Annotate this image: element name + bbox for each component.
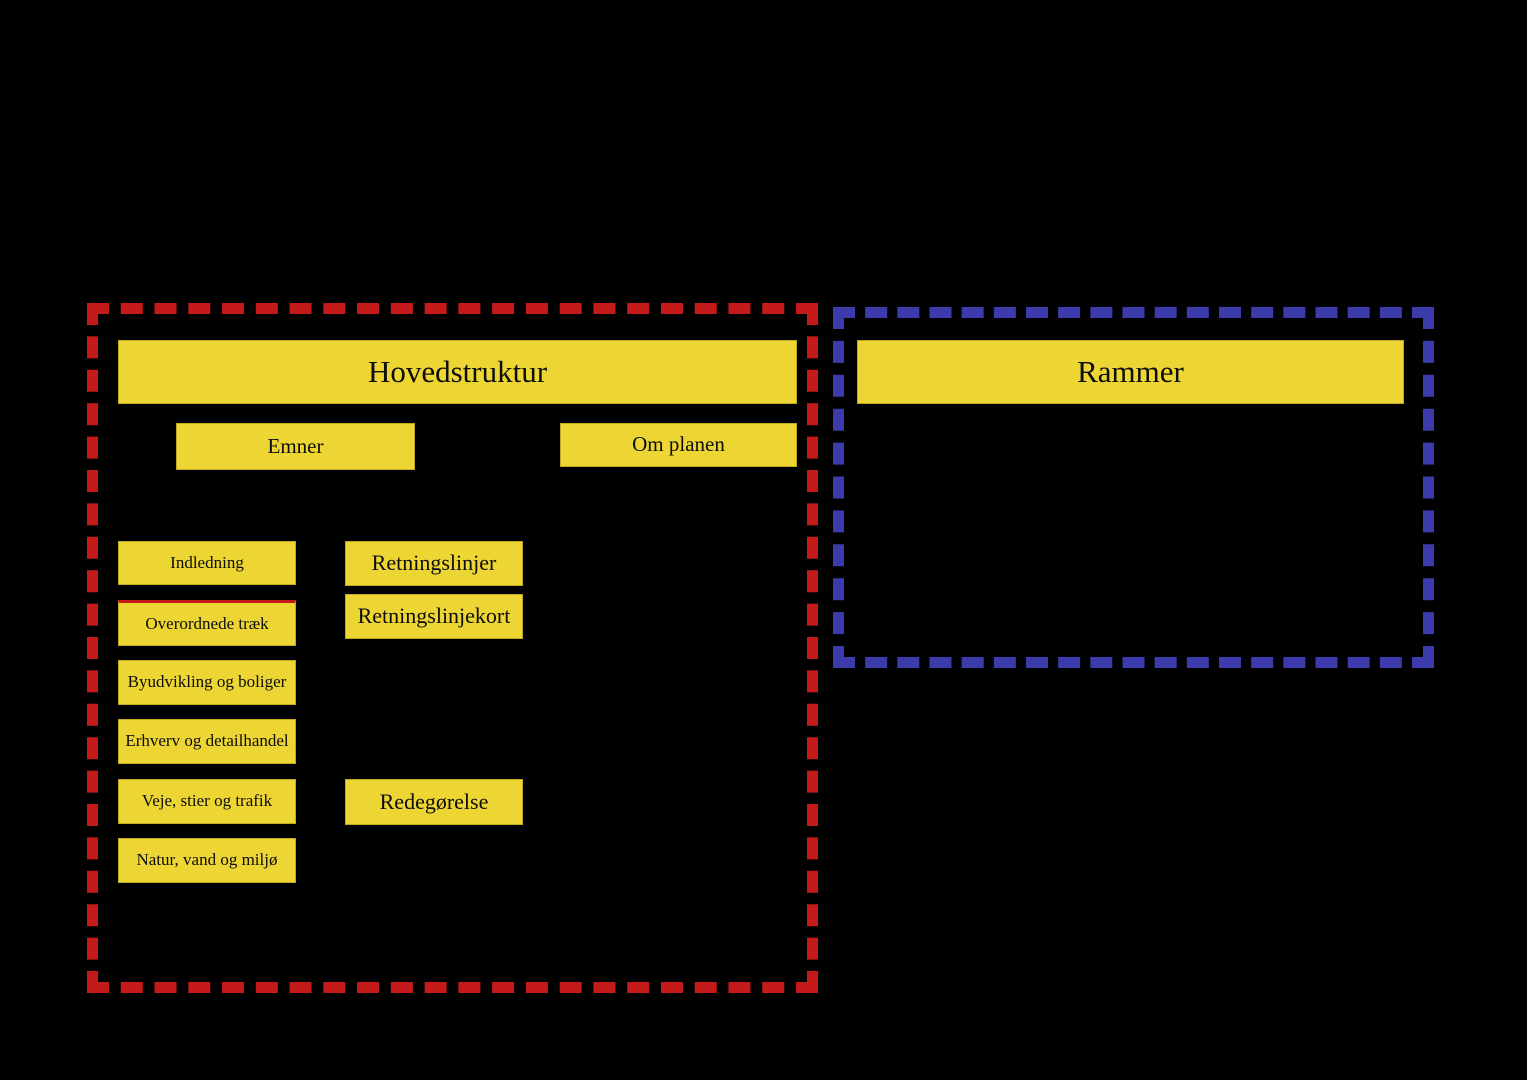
node-overordnede-traek[interactable]: Overordnede træk [118,600,296,646]
node-natur-vand-og-miljoe[interactable]: Natur, vand og miljø [118,838,296,883]
node-hovedstruktur-title[interactable]: Hovedstruktur [118,340,797,404]
node-erhverv-og-detailhandel[interactable]: Erhverv og detailhandel [118,719,296,764]
node-indledning[interactable]: Indledning [118,541,296,585]
node-om-planen[interactable]: Om planen [560,423,797,467]
node-rammer-title[interactable]: Rammer [857,340,1404,404]
node-retningslinjekort[interactable]: Retningslinjekort [345,594,523,639]
node-retningslinjer[interactable]: Retningslinjer [345,541,523,586]
node-redegoerelse[interactable]: Redegørelse [345,779,523,825]
node-byudvikling-og-boliger[interactable]: Byudvikling og boliger [118,660,296,705]
group-rammer [833,307,1434,668]
node-veje-stier-og-trafik[interactable]: Veje, stier og trafik [118,779,296,824]
group-hovedstruktur [87,303,818,993]
node-emner[interactable]: Emner [176,423,415,470]
